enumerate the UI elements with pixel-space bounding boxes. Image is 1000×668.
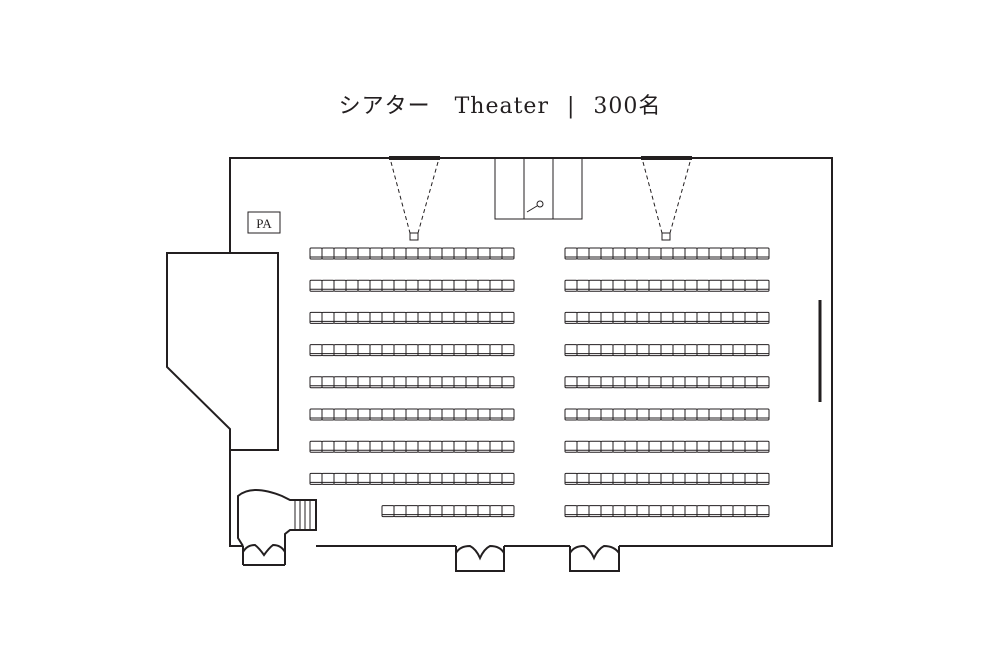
seat: [756, 376, 770, 389]
seat-row-right-8: [564, 472, 770, 485]
door-swing: [242, 543, 286, 565]
seat-row-right-2: [564, 279, 770, 292]
seat-row-left-6: [309, 408, 515, 421]
seat: [501, 440, 515, 453]
cabinet-outline: [494, 157, 583, 220]
stair-wall: [237, 489, 317, 565]
seat: [756, 440, 770, 453]
seat: [501, 344, 515, 357]
stair-entrance: [237, 489, 317, 565]
seat: [756, 311, 770, 324]
seat-row-right-3: [564, 311, 770, 324]
seat: [501, 408, 515, 421]
seat-row-left-8: [309, 472, 515, 485]
seat-row-right-4: [564, 344, 770, 357]
seat-row-left-5: [309, 376, 515, 389]
door-bottom-right: [569, 544, 620, 572]
pa-label: PA: [256, 216, 272, 231]
door-bottom-center: [455, 544, 505, 572]
seat: [501, 311, 515, 324]
projection-beam: [669, 161, 691, 234]
seat-row-left-7: [309, 440, 515, 453]
title-jp: シアター: [338, 94, 431, 119]
seat-row-left-4: [309, 344, 515, 357]
wall-segment: [229, 450, 243, 547]
floor-plan-title: シアター Theater | 300名: [0, 88, 1000, 120]
projection-beam: [417, 161, 439, 234]
seat-row-left-2: [309, 279, 515, 292]
seat: [756, 472, 770, 485]
seat-row-left-3: [309, 311, 515, 324]
stage-area: [166, 252, 279, 451]
seat-row-right-9: [564, 505, 770, 518]
cabinet-knob: [536, 200, 544, 208]
seat-row-left-9: [381, 505, 515, 518]
pa-booth: PA: [247, 211, 281, 234]
room-walls: [229, 157, 833, 547]
pa-box: [247, 211, 281, 234]
title-separator: |: [566, 94, 576, 119]
seat-row-right-5: [564, 376, 770, 389]
seat: [756, 344, 770, 357]
projector-right: [641, 156, 692, 241]
seat-row-right-7: [564, 440, 770, 453]
door-swing: [569, 544, 620, 571]
projector-unit: [661, 232, 671, 241]
seat: [756, 408, 770, 421]
seat: [756, 505, 770, 518]
title-en: Theater: [454, 94, 549, 119]
seat: [501, 472, 515, 485]
seating-area: [309, 247, 770, 518]
seat: [756, 279, 770, 292]
projection-beam: [390, 161, 411, 234]
cabinet-latch: [526, 205, 538, 213]
seat-row-right-1: [564, 247, 770, 260]
door-bottom-left: [242, 543, 286, 566]
projection-beam: [642, 161, 663, 234]
outer-wall: [229, 157, 833, 547]
stair-steps: [294, 500, 311, 530]
title-capacity: 300名: [593, 94, 662, 119]
projector-left: [389, 156, 440, 241]
seat-row-right-6: [564, 408, 770, 421]
door-swing: [455, 544, 505, 571]
seat: [756, 247, 770, 260]
seat: [501, 376, 515, 389]
seat: [501, 279, 515, 292]
projector-unit: [409, 232, 419, 241]
seat: [501, 505, 515, 518]
seat: [501, 247, 515, 260]
seat-row-left-1: [309, 247, 515, 260]
storage-cabinet: [494, 157, 583, 220]
